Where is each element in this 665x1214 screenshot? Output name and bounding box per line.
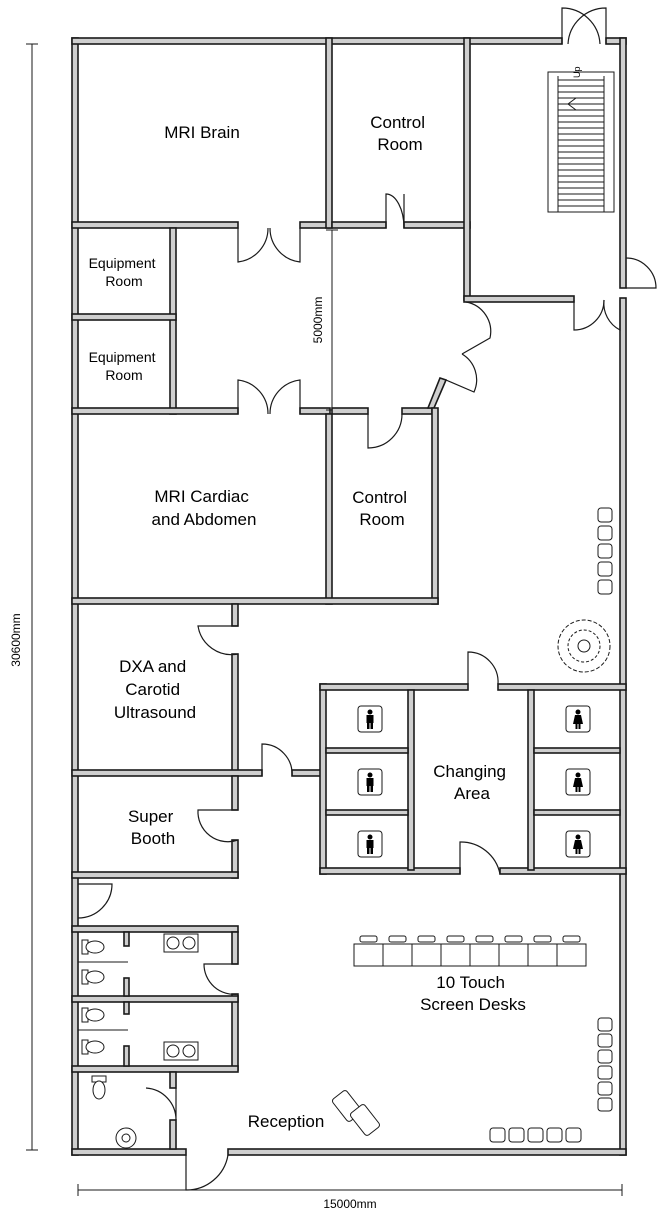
room-labels: MRI Brain Control Room Equipment Room Eq… <box>89 113 526 1131</box>
label-super-booth: Super Booth <box>128 807 178 848</box>
reception-desk <box>331 1090 381 1136</box>
chair-icon <box>597 1049 613 1064</box>
desk <box>527 943 558 967</box>
label-mri-brain: MRI Brain <box>164 123 240 142</box>
interior-walls <box>71 37 627 1150</box>
female-icon <box>565 830 591 858</box>
sink-icon <box>163 1041 199 1061</box>
wc-icon <box>81 939 105 955</box>
toilet-fixtures <box>81 933 199 1149</box>
desk-screen <box>446 935 465 943</box>
label-dxa: DXA and Carotid Ultrasound <box>114 657 196 722</box>
changing-cubicle-icons <box>357 705 591 858</box>
desk-screen <box>359 935 378 943</box>
wc-icon <box>81 969 105 985</box>
chair-icon <box>546 1127 563 1143</box>
chair-icon <box>597 1081 613 1096</box>
touch-screen-desks <box>353 935 587 967</box>
label-equipment-room-2: Equipment Room <box>89 349 160 383</box>
desk <box>382 943 413 967</box>
female-icon <box>565 705 591 733</box>
female-icon <box>565 768 591 796</box>
plant-icon <box>557 619 611 673</box>
dimension-corridor: 5000mm <box>311 297 325 344</box>
desk-screen <box>562 935 581 943</box>
male-icon <box>357 830 383 858</box>
stair-up-label: Up <box>572 66 582 78</box>
desk <box>353 943 384 967</box>
chair-icon <box>597 561 613 577</box>
seating-right-lower <box>597 1017 613 1112</box>
desk-screen <box>475 935 494 943</box>
dimension-height: 30600mm <box>9 613 23 666</box>
desk-screen <box>388 935 407 943</box>
chair-icon <box>597 1065 613 1080</box>
chair-icon <box>597 507 613 523</box>
chair-icon <box>597 1017 613 1032</box>
label-control-room-top: Control Room <box>370 113 430 154</box>
wc-icon <box>81 1007 105 1023</box>
dimension-lines: 30600mm 15000mm 5000mm <box>9 43 623 1211</box>
label-mri-cardiac: MRI Cardiac and Abdomen <box>152 487 257 529</box>
chair-icon <box>489 1127 506 1143</box>
seating-bottom <box>489 1127 582 1143</box>
chair-icon <box>597 1097 613 1112</box>
dimension-width: 15000mm <box>323 1197 376 1211</box>
chair-icon <box>597 525 613 541</box>
chair-icon <box>597 1033 613 1048</box>
chair-icon <box>508 1127 525 1143</box>
male-icon <box>357 768 383 796</box>
desk-screen <box>533 935 552 943</box>
label-equipment-room-1: Equipment Room <box>89 255 160 289</box>
doors <box>77 7 657 1191</box>
desk <box>411 943 442 967</box>
sink-icon <box>163 933 199 953</box>
label-reception: Reception <box>248 1112 325 1131</box>
label-touch-desks: 10 Touch Screen Desks <box>420 973 526 1014</box>
chair-icon <box>527 1127 544 1143</box>
chair-icon <box>597 543 613 559</box>
wc-icon <box>81 1039 105 1055</box>
chair-icon <box>565 1127 582 1143</box>
desk <box>556 943 587 967</box>
chair-icon <box>597 579 613 595</box>
seating-right-upper <box>597 507 613 595</box>
desk-screen <box>504 935 523 943</box>
desk <box>498 943 529 967</box>
accessible-sink-icon <box>115 1127 137 1149</box>
wc-icon <box>91 1075 107 1100</box>
label-control-room-bottom: Control Room <box>352 488 412 529</box>
male-icon <box>357 705 383 733</box>
desk <box>440 943 471 967</box>
desk-screen <box>417 935 436 943</box>
outer-walls <box>71 37 627 1156</box>
label-changing-area: Changing Area <box>433 762 511 803</box>
desk <box>469 943 500 967</box>
staircase: Up <box>547 66 615 213</box>
